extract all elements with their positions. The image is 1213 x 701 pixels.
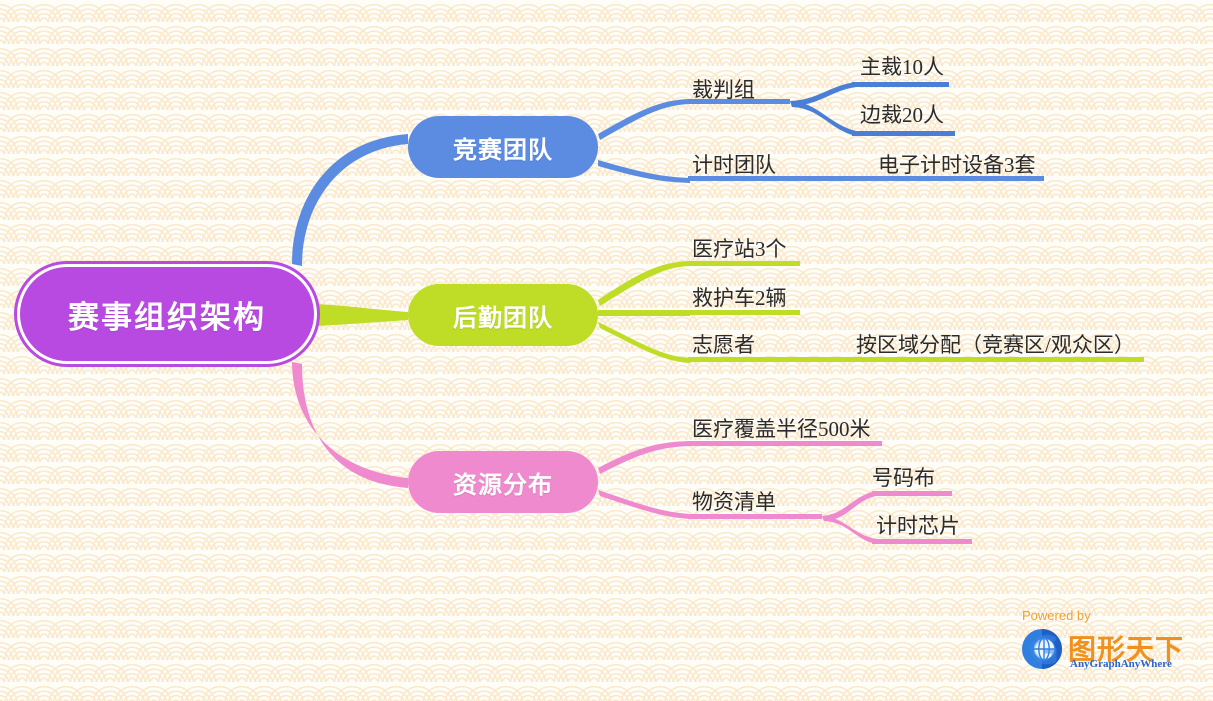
leaf-volunteers[interactable]: 志愿者 bbox=[692, 333, 755, 357]
connector-competition-to-timing bbox=[598, 160, 690, 183]
watermark: Powered by 图形天下 AnyGraphAnyWhere bbox=[1012, 608, 1202, 674]
connector-supplies-to-bib bbox=[822, 491, 876, 521]
branch-node-competition-label: 竞赛团队 bbox=[453, 136, 553, 164]
root-node[interactable]: 赛事组织架构 bbox=[14, 261, 320, 367]
leaf-chief-referee[interactable]: 主裁10人 bbox=[860, 55, 944, 79]
leaf-supply-list[interactable]: 物资清单 bbox=[692, 490, 776, 514]
leaf-bib-number[interactable]: 号码布 bbox=[872, 466, 935, 490]
branch-node-resources[interactable]: 资源分布 bbox=[408, 451, 598, 513]
branch-node-resources-label: 资源分布 bbox=[453, 471, 553, 499]
connector-resources-to-supplies bbox=[598, 490, 690, 519]
branch-node-logistics-label: 后勤团队 bbox=[453, 304, 553, 332]
leaf-volunteer-allocation[interactable]: 按区域分配（竞赛区/观众区） bbox=[856, 333, 1135, 357]
leaf-medical-coverage[interactable]: 医疗覆盖半径500米 bbox=[692, 417, 871, 441]
leaf-side-referee[interactable]: 边裁20人 bbox=[860, 103, 944, 127]
connector-root-to-resources bbox=[292, 362, 408, 488]
watermark-powered-by-label: Powered by bbox=[1022, 608, 1091, 623]
connector-competition-to-judges bbox=[598, 99, 690, 140]
connector-supplies-to-chip bbox=[822, 516, 876, 544]
connector-logistics-to-medstation bbox=[598, 261, 690, 306]
connector-resources-to-coverage bbox=[598, 441, 690, 474]
globe-g-logo-icon bbox=[1022, 629, 1062, 669]
leaf-judges[interactable]: 裁判组 bbox=[692, 78, 755, 102]
connector-logistics-to-ambulance bbox=[598, 310, 690, 316]
branch-node-logistics[interactable]: 后勤团队 bbox=[408, 284, 598, 346]
root-node-label: 赛事组织架构 bbox=[68, 299, 266, 335]
connector-judges-to-side bbox=[790, 101, 856, 136]
watermark-brand-cn: 图形天下 bbox=[1068, 634, 1185, 665]
leaf-ambulance[interactable]: 救护车2辆 bbox=[692, 286, 787, 310]
leaf-timing-equipment[interactable]: 电子计时设备3套 bbox=[878, 153, 1036, 177]
watermark-brand-en: AnyGraphAnyWhere bbox=[1070, 658, 1172, 670]
connector-judges-to-chief bbox=[790, 82, 856, 106]
connector-root-to-competition bbox=[292, 134, 408, 266]
leaf-timing-team[interactable]: 计时团队 bbox=[692, 153, 776, 177]
leaf-timing-chip[interactable]: 计时芯片 bbox=[876, 514, 960, 538]
connector-root-to-logistics bbox=[317, 304, 408, 326]
branch-node-competition[interactable]: 竞赛团队 bbox=[408, 116, 598, 178]
connector-logistics-to-volunteers bbox=[598, 322, 690, 363]
leaf-medical-station[interactable]: 医疗站3个 bbox=[692, 237, 787, 261]
